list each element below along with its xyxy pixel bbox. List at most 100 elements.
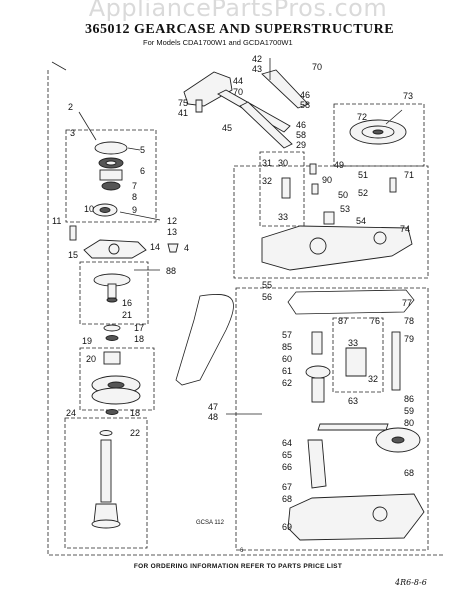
callout-55: 55 [262,280,272,290]
bushing-53 [323,211,335,225]
shaft-foot [91,519,121,529]
drive-pulley-box [79,261,149,325]
callout-4: 4 [184,243,189,253]
callout-20: 20 [86,354,96,364]
callout-68: 68 [404,468,414,478]
callout-18: 18 [134,334,144,344]
pump-shaft [100,439,112,503]
callout-69: 69 [282,522,292,532]
drive-belt [175,294,234,386]
washer-18b [105,409,119,415]
callout-51: 51 [358,170,368,180]
gear-shaft-62 [311,377,325,403]
callout-70: 70 [312,62,322,72]
callout-53: 53 [340,204,350,214]
callout-33: 33 [278,212,288,222]
callout-78: 78 [404,316,414,326]
callout-63: 63 [348,396,358,406]
clutch-box [65,129,157,223]
plate-hole [108,243,120,255]
callout-67: 67 [282,482,292,492]
callout-44: 44 [233,76,243,86]
callout-16: 16 [122,298,132,308]
bearing-17 [103,324,121,332]
motor-pulley-box [333,103,425,167]
callout-68: 68 [282,494,292,504]
callout-33: 33 [348,338,358,348]
cover-boss [309,237,327,255]
leader-73 [385,109,403,125]
clutch-spring [99,169,123,181]
callout-66: 66 [282,462,292,472]
shaft-base [93,503,119,523]
callout-70: 70 [233,87,243,97]
callout-32: 32 [262,176,272,186]
callout-48: 48 [208,412,218,422]
shift-lever-33 [345,347,367,377]
spring-11 [69,225,77,241]
callout-75: 75 [178,98,188,108]
diagram-subtitle: For Models CDA1700W1 and GCDA1700W1 [143,38,293,47]
handwritten-note: 4R6-8-6 [395,578,427,587]
watermark: AppliancePartsPros.com [88,0,388,22]
callout-11: 11 [52,216,61,226]
callout-32: 32 [368,374,378,384]
leader-5 [127,147,141,151]
base-boss [372,506,388,522]
callout-50: 50 [338,190,348,200]
callout-21: 21 [122,310,132,320]
nut-4 [167,243,179,253]
clutch-washer-center [99,207,111,213]
washer-18a [105,335,119,341]
callout-76: 76 [370,316,380,326]
page-mark: 6 [240,548,244,554]
pulley-box [79,347,155,411]
callout-79: 79 [404,334,414,344]
rack-63 [317,423,389,431]
pulley-hub [103,351,121,365]
callout-62: 62 [282,378,292,388]
callout-46: 46 [300,90,310,100]
callout-45: 45 [222,123,232,133]
pump-shaft-box [64,417,148,549]
callout-56: 56 [262,292,272,302]
clutch-hub-bore [105,160,117,166]
linkage-arm-44 [261,69,309,109]
callout-80: 80 [404,418,414,428]
callout-64: 64 [282,438,292,448]
pulley-center [107,381,125,389]
callout-3: 3 [70,128,75,138]
callout-74: 74 [400,224,410,234]
linkage-arm-45 [239,101,293,149]
callout-57: 57 [282,330,292,340]
spring-57 [311,331,323,355]
gearcase-cover [261,225,413,271]
gasket [287,289,415,315]
screw-50 [311,183,319,195]
callout-12: 12 [167,216,177,226]
callout-87: 87 [338,316,348,326]
callout-19: 19 [82,336,92,346]
callout-49: 49 [334,160,344,170]
callout-10: 10 [84,204,94,214]
clutch-cover [94,141,128,155]
callout-6: 6 [140,166,145,176]
callout-8: 8 [132,192,137,202]
leader-12 [119,211,161,221]
callout-2: 2 [68,102,73,112]
callout-59: 59 [404,406,414,416]
drive-shaft-stub [107,283,117,299]
screw-71 [389,177,397,193]
callout-65: 65 [282,450,292,460]
callout-72: 72 [357,112,367,122]
callout-13: 13 [167,227,177,237]
callout-54: 54 [356,216,366,226]
callout-85: 85 [282,342,292,352]
callout-60: 60 [282,354,292,364]
callout-15: 15 [68,250,78,260]
clutch-collar [101,181,121,191]
callout-5: 5 [140,145,145,155]
gear-80-hub [391,436,405,444]
